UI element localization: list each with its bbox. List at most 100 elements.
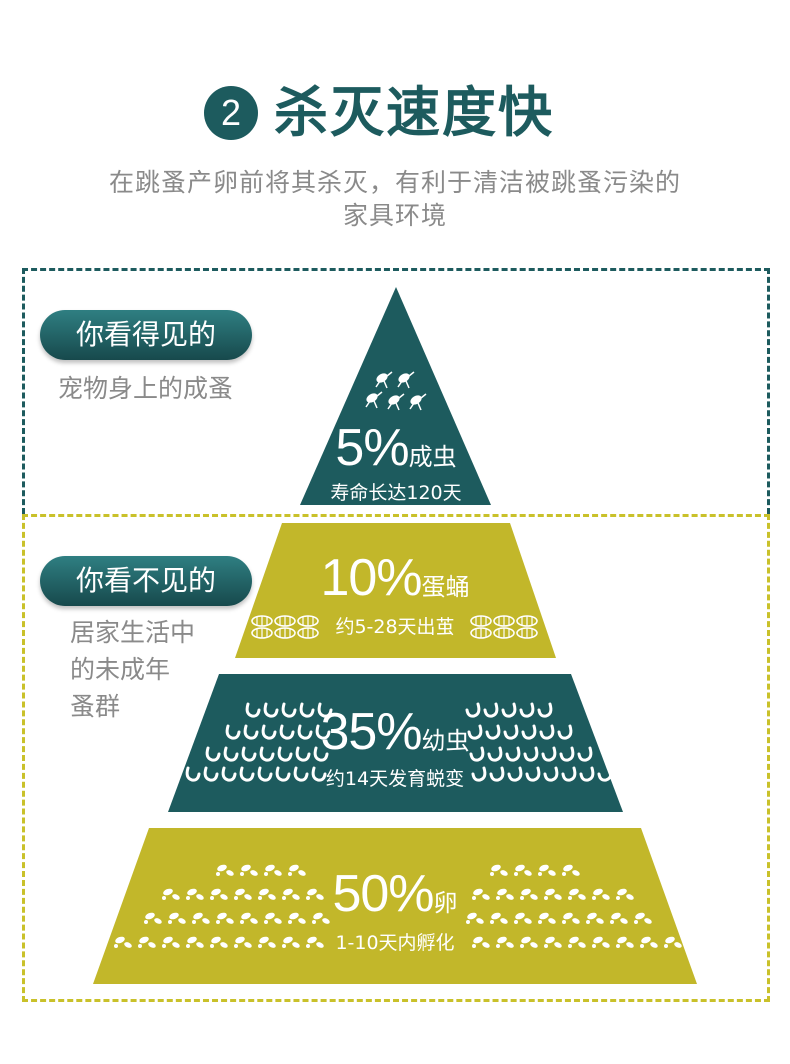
larva-icon	[597, 766, 613, 782]
flea-icon	[409, 393, 427, 411]
tier-adult-desc: 寿命长达120天	[330, 482, 462, 504]
egg-icon	[520, 888, 538, 900]
egg-icon	[162, 888, 180, 900]
larva-icon	[295, 746, 311, 762]
cocoon-icon	[493, 627, 515, 639]
egg-icon	[282, 888, 300, 900]
egg-icon	[144, 912, 162, 924]
egg-icon	[664, 936, 682, 948]
egg-icon	[616, 888, 634, 900]
egg-icon	[210, 936, 228, 948]
egg-icon	[472, 888, 490, 900]
larva-icon	[205, 746, 221, 762]
egg-icon	[192, 912, 210, 924]
larva-icon	[539, 724, 555, 740]
larva-icon	[487, 746, 503, 762]
larva-icon	[483, 702, 499, 718]
larva-icon	[557, 724, 573, 740]
tier-percent: 5%	[335, 419, 409, 477]
tier-percent: 50%	[332, 865, 434, 923]
egg-icon	[114, 936, 132, 948]
larva-icon	[537, 702, 553, 718]
egg-icon	[592, 888, 610, 900]
tier-egg-label: 50%卵	[290, 864, 500, 924]
larva-icon	[519, 702, 535, 718]
larva-icon	[223, 746, 239, 762]
egg-icon	[138, 936, 156, 948]
tier-adult-label: 5%成虫	[296, 418, 496, 478]
egg-icon	[312, 912, 330, 924]
egg-icon	[490, 864, 508, 876]
egg-icon	[544, 936, 562, 948]
egg-icon	[568, 936, 586, 948]
egg-icon	[568, 888, 586, 900]
larva-icon	[239, 766, 255, 782]
egg-icon	[258, 888, 276, 900]
larva-icon	[465, 702, 481, 718]
egg-icon	[562, 864, 580, 876]
larva-icon	[559, 746, 575, 762]
larva-icon	[503, 724, 519, 740]
larva-icon	[277, 746, 293, 762]
cocoon-icon	[516, 615, 538, 627]
larva-icon	[485, 724, 501, 740]
egg-icon	[514, 912, 532, 924]
egg-icon	[466, 912, 484, 924]
tier-stage: 卵	[433, 889, 458, 917]
egg-icon	[490, 912, 508, 924]
section-title: 杀灭速度快	[274, 81, 554, 144]
cocoon-icon	[297, 627, 319, 639]
invisible-note-line: 蚤群	[70, 692, 121, 721]
section-heading: 2 杀灭速度快	[0, 78, 790, 148]
egg-icon	[496, 888, 514, 900]
tier-stage: 幼虫	[421, 727, 470, 755]
larva-icon	[259, 746, 275, 762]
subtitle-line-2: 家具环境	[342, 201, 447, 230]
larva-icon	[257, 766, 273, 782]
egg-icon	[186, 936, 204, 948]
egg-icon	[306, 888, 324, 900]
larva-icon	[281, 702, 297, 718]
invisible-note-line: 的未成年	[70, 655, 171, 684]
tier-larva-label: 35%幼虫	[290, 702, 500, 762]
tier-egg-desc: 1-10天内孵化	[335, 932, 455, 954]
larva-icon	[185, 766, 201, 782]
larva-icon	[299, 702, 315, 718]
egg-icon	[562, 912, 580, 924]
visible-frame	[22, 268, 770, 514]
egg-icon	[616, 936, 634, 948]
larva-icon	[313, 746, 329, 762]
larva-icon	[203, 766, 219, 782]
larva-icon	[521, 724, 537, 740]
egg-icon	[240, 864, 258, 876]
larva-icon	[507, 766, 523, 782]
larva-icon	[471, 766, 487, 782]
tier-stage: 成虫	[408, 443, 457, 471]
cocoon-icon	[251, 627, 273, 639]
egg-icon	[258, 936, 276, 948]
larva-icon	[523, 746, 539, 762]
flea-icon	[375, 371, 393, 389]
larva-icon	[263, 702, 279, 718]
egg-icon	[240, 912, 258, 924]
egg-icon	[234, 936, 252, 948]
cocoon-icon	[274, 627, 296, 639]
tier-stage: 蛋蛹	[421, 573, 470, 601]
cocoon-icon	[251, 615, 273, 627]
egg-icon	[306, 936, 324, 948]
larva-icon	[315, 724, 331, 740]
flea-icon	[387, 393, 405, 411]
egg-icon	[288, 912, 306, 924]
visible-note: 宠物身上的成蚤	[58, 374, 234, 403]
egg-icon	[592, 936, 610, 948]
cocoon-icon	[516, 627, 538, 639]
larva-icon	[311, 766, 327, 782]
larva-icon	[505, 746, 521, 762]
egg-icon	[282, 936, 300, 948]
cocoon-icon	[470, 627, 492, 639]
egg-icon	[544, 888, 562, 900]
larva-icon	[579, 766, 595, 782]
cocoon-icon	[274, 615, 296, 627]
subtitle-line-1: 在跳蚤产卵前将其杀灭，有利于清洁被跳蚤污染的	[108, 168, 681, 197]
